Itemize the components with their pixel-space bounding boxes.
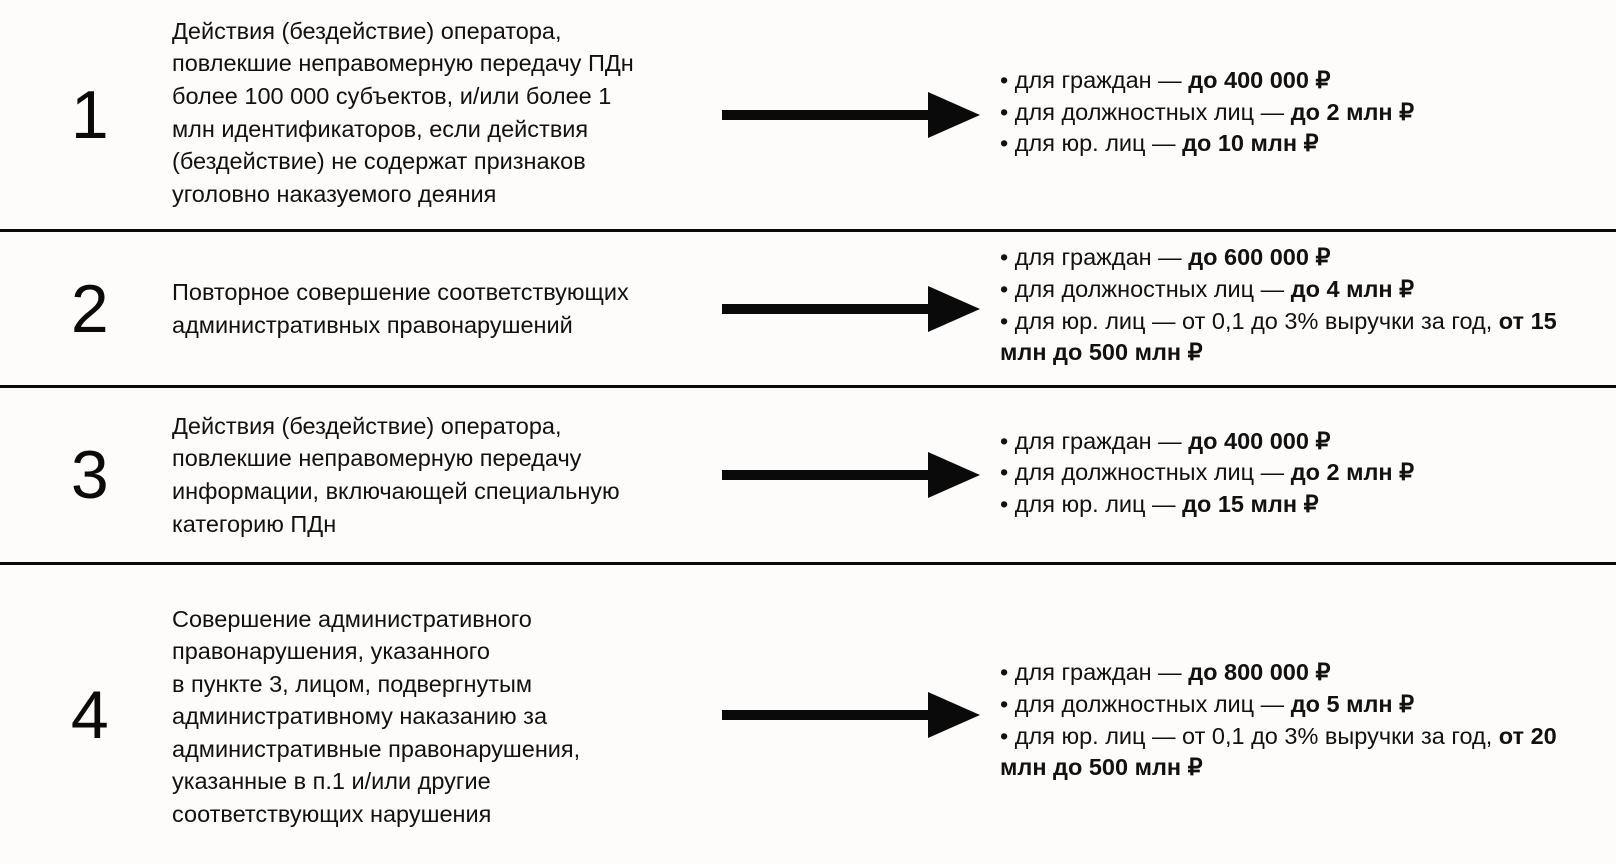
bullet-icon: • [1000,659,1009,686]
penalty-amount: до 800 000 ₽ [1188,659,1331,686]
penalty-item: • для граждан — до 600 000 ₽ [1000,242,1607,274]
violation-description: Повторное совершение соответствующих адм… [172,276,712,341]
penalty-amount: до 400 000 ₽ [1188,67,1331,94]
bullet-icon: • [1000,130,1009,157]
arrow-cell [712,285,1000,332]
penalty-amount: от 20 млн до 500 млн ₽ [1000,722,1557,781]
violation-line: Совершение административного [172,605,532,632]
violation-line: категорию ПДн [172,510,337,537]
penalty-item: • для юр. лиц — до 15 млн ₽ [1000,489,1607,521]
penalty-list: • для граждан — до 400 000 ₽ • для должн… [1000,65,1607,160]
penalty-list: • для граждан — до 800 000 ₽ • для должн… [1000,657,1607,783]
violation-line: правонарушения, указанного [172,638,490,665]
violation-line: информации, включающей специальную [172,478,620,504]
bullet-icon: • [1000,490,1009,517]
row-number: 2 [70,270,110,347]
bullet-icon: • [1000,427,1009,454]
violation-description: Действия (бездействие) оператора, повлек… [172,410,712,540]
penalty-text: для должностных лиц — [1008,98,1291,125]
penalty-item: • для юр. лиц — до 10 млн ₽ [1000,128,1607,160]
penalty-item: • для граждан — до 400 000 ₽ [1000,65,1607,97]
bullet-icon: • [1000,244,1009,271]
arrow-cell [712,91,1000,138]
violation-line: административных правонарушений [172,311,573,338]
bullet-icon: • [1000,307,1009,334]
penalty-item: • для должностных лиц — до 5 млн ₽ [1000,689,1607,721]
penalty-text: для юр. лиц — от 0,1 до 3% выручки за го… [1008,722,1499,749]
violation-line: соответствующих нарушения [172,800,492,827]
violation-line: Действия (бездействие) оператора, [172,412,562,439]
violation-line: более 100 000 субъектов, и/или более 1 [172,82,612,109]
penalty-text: для должностных лиц — [1008,459,1291,486]
table-row: 2 Повторное совершение соответствующих а… [0,229,1616,385]
arrow-cell [712,452,1000,498]
violation-description: Совершение административного правонаруше… [172,603,712,831]
table-row: 3 Действия (бездействие) оператора, повл… [0,385,1616,562]
arrow-right-icon [722,91,980,138]
penalty-item: • для должностных лиц — до 4 млн ₽ [1000,274,1607,306]
violation-line: указанные в п.1 и/или другие [172,768,491,795]
violation-line: административному наказанию за [172,703,548,730]
bullet-icon: • [1000,98,1009,125]
arrow-right-icon [722,285,980,332]
penalty-item: • для граждан — до 400 000 ₽ [1000,426,1607,458]
penalty-amount: до 4 млн ₽ [1290,275,1415,302]
violation-line: повлекшие неправомерную передачу ПДн [172,50,634,77]
penalty-text: для юр. лиц — [1008,490,1183,517]
penalty-amount: до 5 млн ₽ [1290,690,1415,717]
violation-line: в пункте 3, лицом, подвергнутым [172,670,533,697]
penalty-list: • для граждан — до 400 000 ₽ • для должн… [1000,426,1607,521]
violation-line: повлекшие неправомерную передачу [172,445,582,472]
penalty-amount: от 15 млн до 500 млн ₽ [1000,307,1557,366]
bullet-icon: • [1000,67,1009,94]
penalty-text: для юр. лиц — [1008,130,1183,157]
penalty-list: • для граждан — до 600 000 ₽ • для должн… [1000,242,1607,368]
arrow-cell [712,691,1000,738]
penalty-item: • для граждан — до 800 000 ₽ [1000,657,1607,689]
row-number: 1 [70,76,110,153]
penalty-text: для должностных лиц — [1008,275,1291,302]
penalty-item: • для юр. лиц — от 0,1 до 3% выручки за … [1000,721,1607,784]
penalty-amount: до 600 000 ₽ [1188,244,1331,271]
row-number: 4 [70,676,110,753]
table-row: 1 Действия (бездействие) оператора, повл… [0,0,1616,229]
penalty-item: • для должностных лиц — до 2 млн ₽ [1000,97,1607,129]
penalty-text: для граждан — [1008,427,1189,454]
violation-line: Действия (бездействие) оператора, [172,17,562,44]
penalty-text: для граждан — [1008,244,1189,271]
violation-description: Действия (бездействие) оператора, повлек… [172,15,712,210]
violation-line: уголовно наказуемого деяния [172,180,497,207]
penalty-text: для граждан — [1008,659,1189,686]
bullet-icon: • [1000,722,1009,749]
bullet-icon: • [1000,275,1009,302]
penalty-amount: до 2 млн ₽ [1290,98,1415,125]
penalty-amount: до 15 млн ₽ [1182,490,1319,517]
violation-line: административные правонарушения, [172,735,581,762]
violation-line: Повторное совершение соответствующих [172,278,629,305]
bullet-icon: • [1000,690,1009,717]
penalty-text: для должностных лиц — [1008,690,1291,717]
penalty-text: для граждан — [1008,67,1189,94]
penalty-item: • для юр. лиц — от 0,1 до 3% выручки за … [1000,306,1607,369]
penalty-text: для юр. лиц — от 0,1 до 3% выручки за го… [1008,307,1499,334]
penalty-amount: до 2 млн ₽ [1290,459,1415,486]
violation-line: млн идентификаторов, если действия [172,115,589,142]
row-number: 3 [70,437,110,513]
bullet-icon: • [1000,459,1009,486]
violation-line: (бездействие) не содержат признаков [172,148,586,175]
arrow-right-icon [722,691,980,738]
table-row: 4 Совершение административного правонару… [0,562,1616,864]
penalty-item: • для должностных лиц — до 2 млн ₽ [1000,457,1607,489]
arrow-right-icon [722,452,980,498]
penalty-amount: до 400 000 ₽ [1188,427,1331,454]
penalty-amount: до 10 млн ₽ [1182,130,1319,157]
